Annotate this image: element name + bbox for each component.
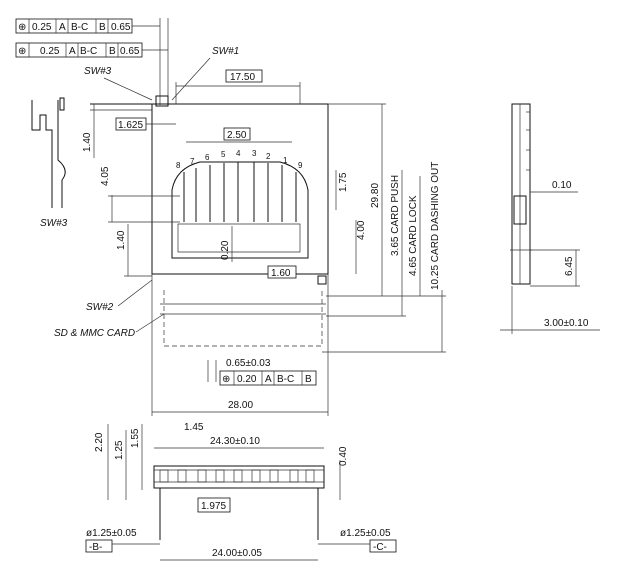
card-label: SD & MMC CARD (54, 328, 135, 339)
dim-phi-c: ø1.25±0.05 (340, 528, 391, 539)
extra-dim: 0.65 (111, 22, 131, 33)
card-push-label: 3.65 CARD PUSH (390, 175, 401, 256)
dim-2-50: 2.50 (227, 130, 247, 141)
dim-1-40-top: 1.40 (82, 132, 93, 152)
datum-a: A (265, 374, 272, 385)
dim-0-40: 0.40 (338, 446, 349, 466)
dim-6-45: 6.45 (564, 256, 575, 276)
dim-1-625: 1.625 (118, 120, 143, 131)
dim-0-10: 0.10 (552, 180, 572, 191)
pin-number: 6 (205, 153, 210, 162)
datum-b: B (99, 22, 106, 33)
dim-1-40-lower: 1.40 (116, 230, 127, 250)
dim-4-00: 4.00 (356, 220, 367, 240)
datum-a: A (59, 22, 66, 33)
dim-3-00: 3.00±0.10 (544, 318, 589, 329)
pin-number: 4 (236, 149, 241, 158)
pin-number: 8 (176, 161, 181, 170)
datum-bc: B-C (71, 22, 88, 33)
extra-dim: 0.65 (120, 46, 140, 57)
tolerance-value: 0.20 (237, 374, 257, 385)
dim-4-05: 4.05 (100, 166, 111, 186)
dim-0-20: 0.20 (220, 240, 231, 260)
sw2-label: SW#2 (86, 302, 114, 313)
tolerance-value: 0.25 (32, 22, 52, 33)
sw3-side-label: SW#3 (40, 218, 68, 229)
tolerance-value: 0.25 (40, 46, 60, 57)
front-view (153, 465, 325, 540)
pin-number: 7 (190, 157, 195, 166)
dim-phi-b: ø1.25±0.05 (86, 528, 137, 539)
dim-1-60: 1.60 (271, 268, 291, 279)
tolerance-frame-top-1: ⊕ 0.25 A B-C B 0.65 (15, 18, 133, 34)
pin-number: 3 (252, 149, 257, 158)
pin-numbers: 8 7 6 5 4 3 2 1 9 (176, 149, 303, 170)
tolerance-frame-bottom: ⊕ 0.20 A B-C B (219, 370, 317, 386)
contact-pins (183, 162, 297, 222)
datum-a: A (69, 46, 76, 57)
position-symbol: ⊕ (222, 374, 230, 385)
dim-2-20: 2.20 (94, 432, 105, 452)
dim-1-25: 1.25 (114, 440, 125, 460)
pin-number: 9 (298, 161, 303, 170)
pin-number: 5 (221, 150, 226, 159)
position-symbol: ⊕ (18, 22, 26, 33)
pin-number: 1 (283, 156, 288, 165)
dim-0-65: 0.65±0.03 (226, 358, 271, 369)
dim-1-55: 1.55 (130, 428, 141, 448)
sw1-label: SW#1 (212, 46, 239, 57)
pin-number: 2 (266, 152, 271, 161)
datum-b: B (109, 46, 116, 57)
datum-b: B (305, 374, 312, 385)
dim-29-80: 29.80 (370, 183, 381, 208)
card-outline (163, 290, 323, 347)
datum-bc: B-C (80, 46, 97, 57)
dim-17-50: 17.50 (230, 72, 255, 83)
sw3-detail: SW#3 (31, 97, 68, 229)
dim-1-975: 1.975 (201, 501, 226, 512)
tolerance-frame-top-2: ⊕ 0.25 A B-C B 0.65 (15, 42, 143, 58)
dim-24-00: 24.00±0.05 (212, 548, 262, 559)
datum-c-label: -C- (373, 542, 387, 553)
side-view (510, 103, 532, 285)
position-symbol: ⊕ (18, 46, 26, 57)
dim-24-30: 24.30±0.10 (210, 436, 260, 447)
dim-28-00: 28.00 (228, 400, 253, 411)
top-view: 8 7 6 5 4 3 2 1 9 (90, 95, 329, 347)
datum-b-label: -B- (89, 542, 102, 553)
card-lock-label: 4.65 CARD LOCK (408, 195, 419, 276)
dim-1-75: 1.75 (338, 172, 349, 192)
datum-bc: B-C (277, 374, 294, 385)
lock-tab (317, 275, 327, 285)
sw3-label: SW#3 (84, 66, 112, 77)
card-dashing-label: 10.25 CARD DASHING OUT (430, 162, 441, 290)
sw1-leader (171, 57, 211, 101)
dim-1-45: 1.45 (184, 422, 204, 433)
sw3-leader (103, 77, 153, 101)
